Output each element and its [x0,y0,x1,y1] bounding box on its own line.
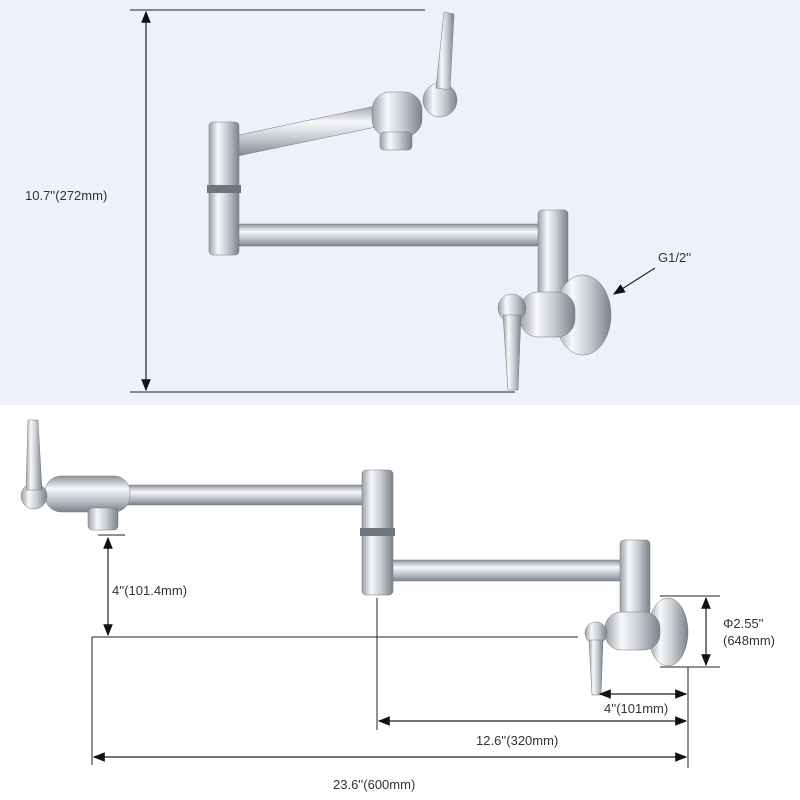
total-length-label: 23.6''(600mm) [333,777,415,792]
extended-faucet-image [20,419,689,696]
height-dimension [130,9,515,393]
flange-diameter-mm-label: (648mm) [723,633,775,648]
handle-offset-label: 4''(101mm) [604,701,668,716]
flange-diameter-label: Φ2.55'' [723,616,764,631]
inlet-pointer-arrow [612,267,656,295]
lower-arm-length-label: 12.6''(320mm) [476,733,558,748]
height-label: 10.7''(272mm) [25,188,107,203]
inlet-label: G1/2'' [658,250,691,265]
spout-height-label: 4''(101.4mm) [112,583,187,598]
bottom-panel-background [0,405,800,800]
folded-faucet-image [207,11,612,391]
top-panel-background [0,0,800,405]
bottom-dimensions [91,534,720,768]
